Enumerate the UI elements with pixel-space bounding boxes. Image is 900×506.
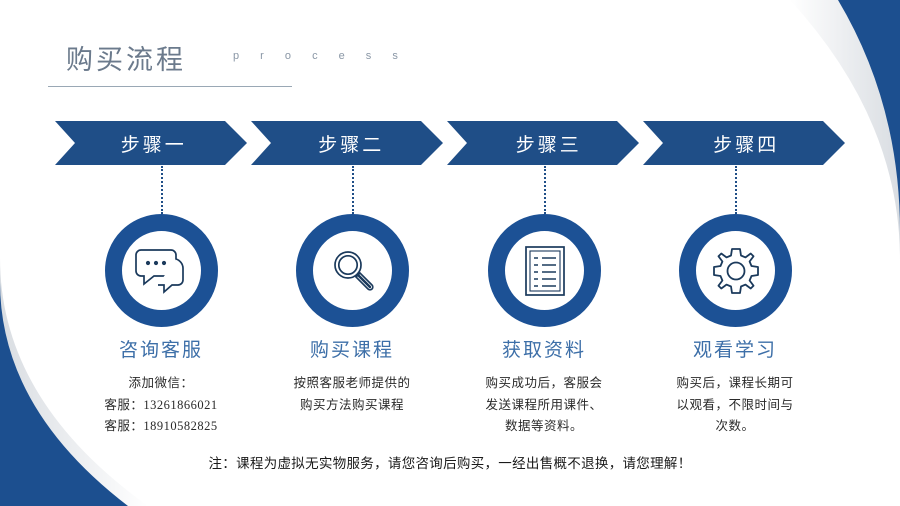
chevron-1 (55, 121, 247, 165)
page-title: 购买流程 (66, 45, 186, 75)
document-list-icon (522, 244, 568, 298)
step-body-line: 发送课程所用课件、 (485, 397, 603, 412)
gear-icon (710, 245, 762, 297)
chevron-banner-shapes (55, 121, 845, 165)
step-title-1: 咨询客服 (118, 340, 203, 361)
step-icon-circle-4[interactable] (679, 214, 792, 327)
step-body-line: 次数。 (715, 419, 755, 433)
step-icon-circle-1[interactable] (105, 214, 218, 327)
step-title-4: 观看学习 (692, 340, 777, 361)
step-text-column-4: 观看学习 购买后，课程长期可 以观看，不限时间与 次数。 (630, 335, 840, 438)
step-banner-row: 步骤一 步骤二 步骤三 步骤四 (55, 121, 845, 165)
step-text-column-2: 购买课程 按照客服老师提供的 购买方法购买课程 (247, 335, 457, 416)
step-body-line: 添加微信： (128, 376, 194, 390)
step-body-line: 客服：18910582825 (104, 419, 218, 433)
step-icon-circle-2[interactable] (296, 214, 409, 327)
chevron-2 (251, 121, 443, 165)
footer-note: 注：课程为虚拟无实物服务，请您咨询后购买，一经出售概不退换，请您理解！ (208, 456, 692, 471)
step-body-1: 添加微信： 客服：13261866021 客服：18910582825 (56, 373, 266, 438)
connector-dots-2 (352, 166, 354, 214)
step-body-3: 购买成功后，客服会 发送课程所用课件、 数据等资料。 (439, 373, 649, 438)
connector-dots-1 (161, 166, 163, 214)
step-banner-label-2[interactable]: 步骤二 (318, 134, 385, 156)
connector-dots-3 (544, 166, 546, 214)
step-body-4: 购买后，课程长期可 以观看，不限时间与 次数。 (630, 373, 840, 438)
step-banner-label-4[interactable]: 步骤四 (713, 134, 780, 156)
chevron-3 (447, 121, 639, 165)
page-header: 购买流程 p r o c e s s (48, 38, 468, 94)
step-icon-circle-3[interactable] (488, 214, 601, 327)
chevron-4 (643, 121, 845, 165)
speech-bubbles-icon (134, 246, 190, 296)
step-banner-label-1[interactable]: 步骤一 (120, 134, 187, 156)
step-title-2: 购买课程 (309, 340, 394, 361)
step-title-3: 获取资料 (501, 340, 586, 361)
title-underline (48, 86, 292, 87)
step-body-line: 购买方法购买课程 (299, 397, 404, 412)
step-body-line: 客服：13261866021 (104, 397, 218, 412)
step-body-line: 按照客服老师提供的 (293, 376, 411, 390)
step-text-column-1: 咨询客服 添加微信： 客服：13261866021 客服：18910582825 (56, 335, 266, 438)
step-body-line: 购买后，课程长期可 (676, 376, 794, 390)
step-body-line: 以观看，不限时间与 (676, 397, 794, 412)
step-banner-label-3[interactable]: 步骤三 (515, 134, 582, 156)
step-body-2: 按照客服老师提供的 购买方法购买课程 (247, 373, 457, 416)
step-body-line: 数据等资料。 (504, 419, 583, 433)
top-right-wedge (838, 0, 900, 232)
magnifier-icon (327, 245, 379, 297)
step-body-line: 购买成功后，客服会 (485, 376, 603, 390)
step-text-column-3: 获取资料 购买成功后，客服会 发送课程所用课件、 数据等资料。 (439, 335, 649, 438)
page-subtitle: p r o c e s s (233, 50, 407, 62)
connector-dots-4 (735, 166, 737, 214)
